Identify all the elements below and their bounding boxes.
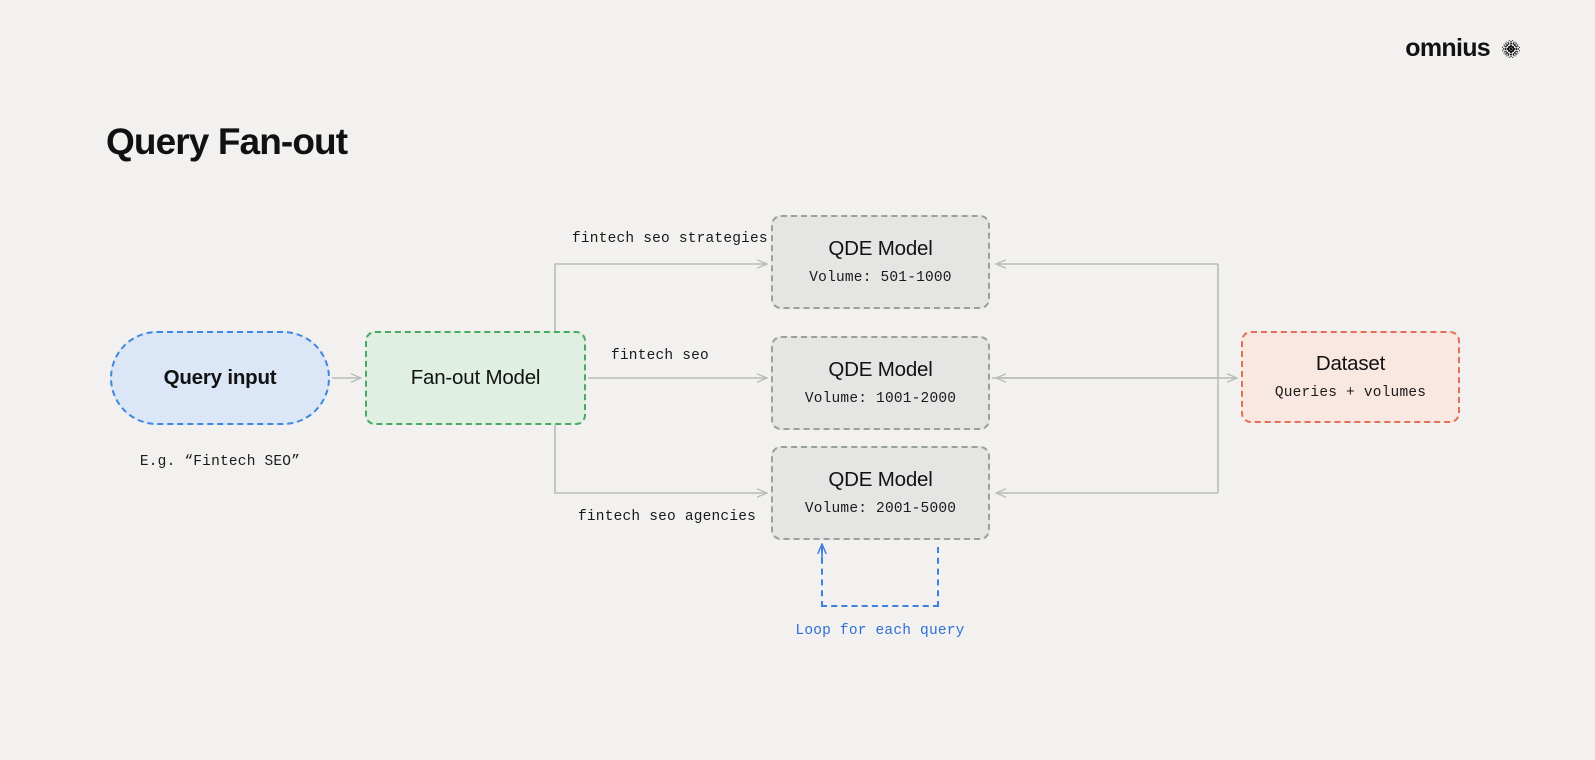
node-fanout-model-title: Fan-out Model	[410, 365, 541, 389]
dotted-circle-icon	[1501, 39, 1521, 58]
node-dataset[interactable]: Dataset Queries + volumes	[1241, 331, 1460, 423]
node-query-input-title: Query input	[163, 365, 277, 389]
edge-label-fintech-seo-agencies: fintech seo agencies	[578, 509, 757, 525]
node-qde-model-3[interactable]: QDE Model Volume: 2001-5000	[771, 446, 990, 540]
edge-label-fintech-seo: fintech seo	[611, 348, 709, 364]
page-title: Query Fan-out	[106, 120, 348, 162]
node-qde-model-1[interactable]: QDE Model Volume: 501-1000	[771, 215, 990, 309]
edge-fanout-to-qde3	[554, 378, 767, 493]
node-dataset-subtitle: Queries + volumes	[1274, 385, 1427, 402]
node-qde-model-3-volume: Volume: 2001-5000	[804, 501, 957, 518]
node-qde-model-2[interactable]: QDE Model Volume: 1001-2000	[771, 336, 990, 430]
node-qde-model-1-volume: Volume: 501-1000	[809, 270, 952, 287]
node-qde-model-1-title: QDE Model	[828, 236, 933, 260]
loop-region-label: Loop for each query	[795, 623, 965, 639]
node-qde-model-2-title: QDE Model	[828, 357, 933, 381]
node-query-input[interactable]: Query input	[110, 331, 330, 425]
loop-region-box	[821, 547, 939, 607]
node-fanout-model[interactable]: Fan-out Model	[365, 331, 586, 425]
logo-wordmark: omnius	[1405, 34, 1490, 62]
node-qde-model-2-volume: Volume: 1001-2000	[804, 391, 957, 408]
node-dataset-title: Dataset	[1315, 351, 1386, 375]
omnius-logo: omnius	[1405, 36, 1523, 61]
caption-query-input: E.g. “Fintech SEO”	[139, 454, 301, 470]
edge-label-fintech-seo-strategies: fintech seo strategies	[572, 231, 768, 247]
node-qde-model-3-title: QDE Model	[828, 467, 933, 491]
